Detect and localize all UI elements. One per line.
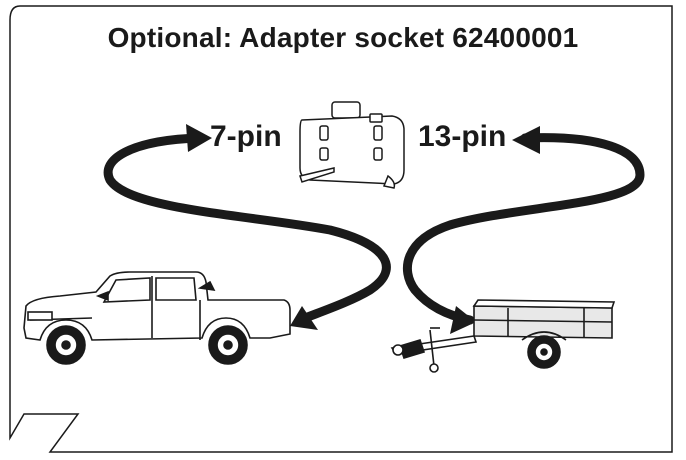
frame-border <box>9 5 673 453</box>
label-13pin: 13-pin <box>418 120 507 153</box>
arrow-head-adapter-right <box>512 126 540 154</box>
arrow-head-adapter-left <box>186 124 212 152</box>
arrow-head-trailer <box>450 306 476 334</box>
diagram-title: Optional: Adapter socket 62400001 <box>107 22 579 53</box>
trailer-icon <box>390 299 616 373</box>
cable-13pin <box>403 133 645 325</box>
pickup-truck-icon <box>23 271 291 365</box>
adapter-socket-icon <box>299 101 405 189</box>
label-7pin: 7-pin <box>210 120 282 153</box>
cable-7pin <box>103 133 391 325</box>
arrow-head-truck <box>290 306 318 330</box>
